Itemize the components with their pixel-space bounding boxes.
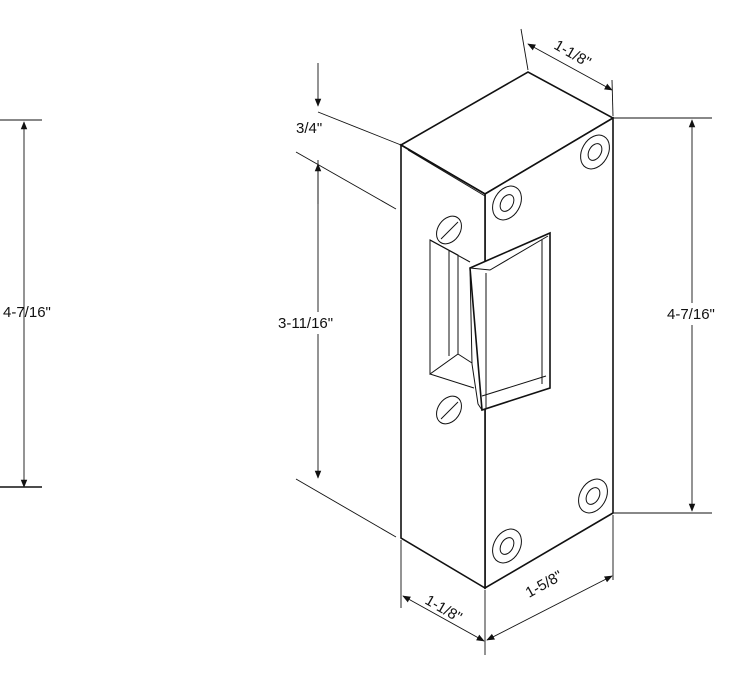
screw-hole-icon — [436, 395, 462, 425]
top-offset-label: 3/4" — [296, 120, 322, 137]
mounting-hole-icon — [578, 478, 608, 514]
top-offset-dimension: 3/4" — [296, 63, 402, 204]
top-depth-label: 1-1/8" — [551, 37, 594, 71]
latch-opening — [429, 239, 475, 389]
right-height-label: 4-7/16" — [667, 306, 715, 323]
left-height-dimension: 4-7/16" — [0, 119, 51, 488]
mounting-hole-icon — [580, 134, 610, 170]
mounting-hole-icon — [492, 528, 522, 564]
bottom-depth-label: 1-5/8" — [523, 567, 566, 601]
left-height-label: 4-7/16" — [3, 304, 51, 321]
opening-height-dimension: 3-11/16" — [277, 151, 397, 538]
electric-strike-body — [399, 71, 615, 590]
bottom-width-label: 1-1/8" — [422, 592, 465, 626]
screw-hole-icon — [436, 215, 462, 245]
strike-front-face — [400, 143, 486, 590]
mounting-hole-icon — [492, 185, 522, 221]
latch-keeper — [469, 231, 551, 412]
opening-height-label: 3-11/16" — [278, 315, 333, 332]
right-height-dimension: 4-7/16" — [613, 117, 722, 514]
